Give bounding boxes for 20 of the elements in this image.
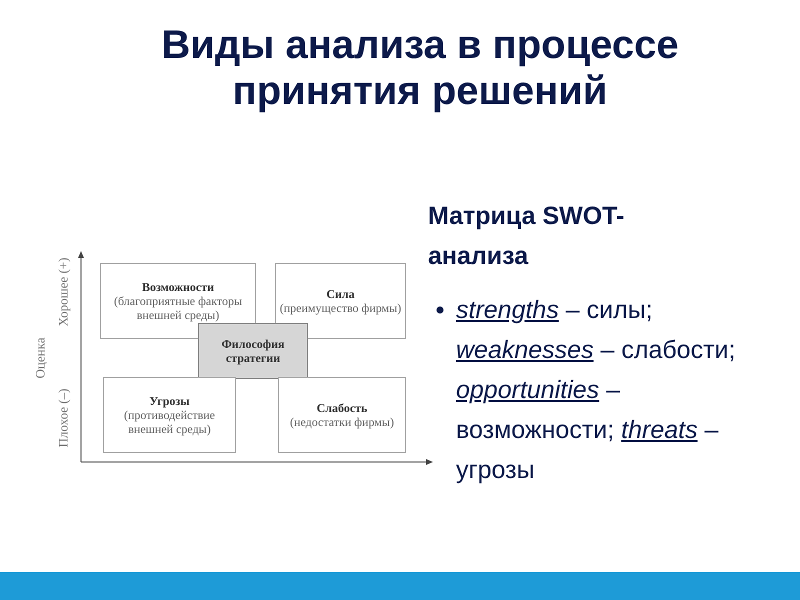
box-heading: Философия стратегии	[220, 337, 286, 365]
quadrant-box	[103, 377, 236, 453]
box-description: (недостатки фирмы)	[290, 415, 394, 429]
axis-label: Хорошее (+)	[54, 258, 71, 326]
box-description: (благоприятные факторы внешней среды)	[112, 294, 244, 322]
bullet-text: strengths – силы; weaknesses – слабости; opportunities – возможности; threats – угрозы	[456, 295, 736, 486]
box-heading: Сила	[326, 287, 355, 301]
box-heading: Возможности	[142, 280, 214, 294]
box-description: (противодействие внешней среды)	[122, 408, 216, 436]
quadrant-box	[275, 263, 406, 339]
subheading: Матрица SWOT-анализа	[428, 201, 626, 272]
box-heading: Угрозы	[149, 394, 190, 408]
quadrant-box	[278, 377, 406, 453]
axis-label: Плохое (–)	[54, 388, 71, 448]
box-description: (преимущество фирмы)	[280, 301, 402, 315]
box-heading: Слабость	[316, 401, 368, 415]
central-box	[198, 323, 308, 379]
axis-title: Оценка	[32, 338, 48, 378]
slide-title: Виды анализа в процессе принятия решений	[160, 22, 680, 114]
quadrant-box	[100, 263, 256, 339]
